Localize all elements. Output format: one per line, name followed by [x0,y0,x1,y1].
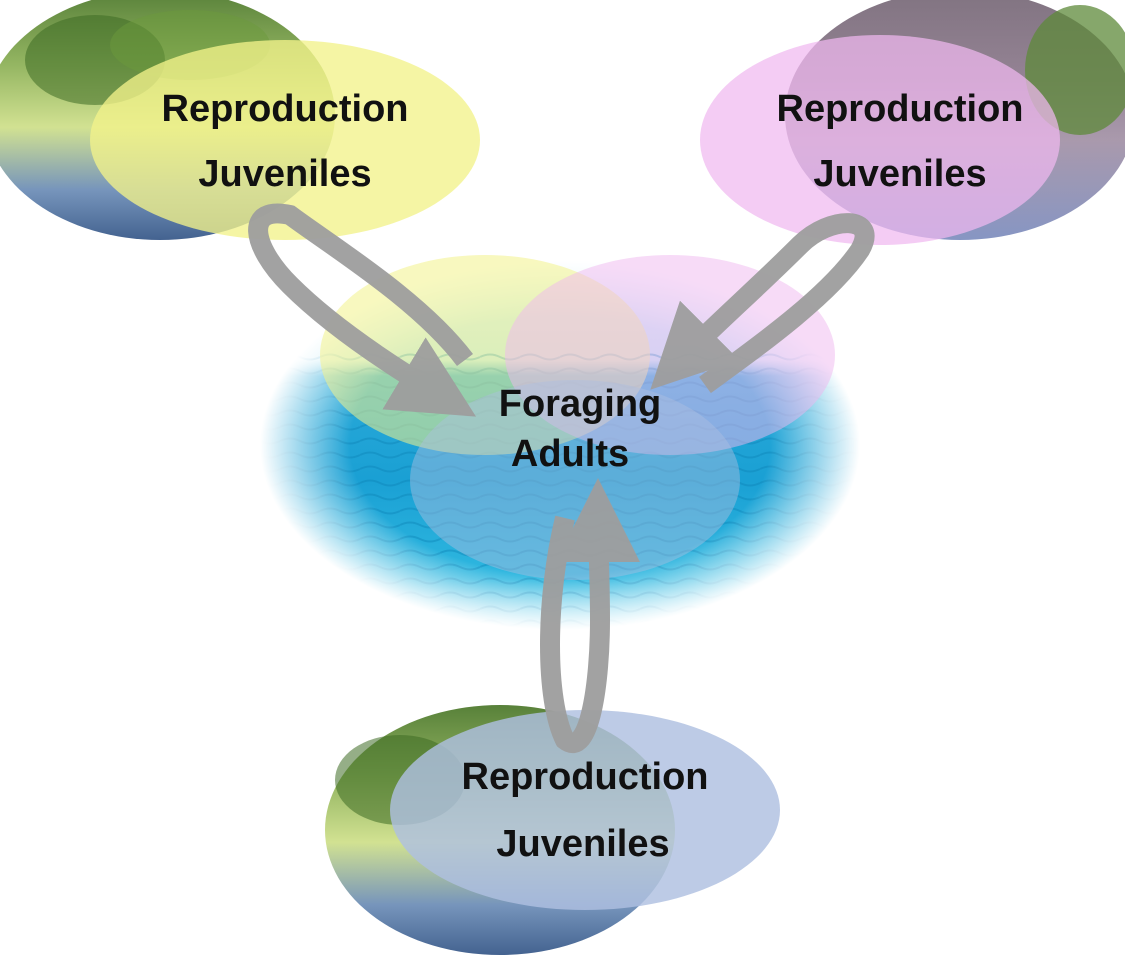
top-left-reproduction-label: Reproduction [162,90,409,128]
bottom-reproduction-label: Reproduction [462,758,709,796]
pink-tint-ellipse [700,35,1060,245]
top-right-juveniles-label: Juveniles [813,155,986,193]
top-left-juveniles-label: Juveniles [198,155,371,193]
center-adults-label: Adults [511,435,629,473]
top-right-reproduction-label: Reproduction [777,90,1024,128]
bottom-juveniles-label: Juveniles [496,825,669,863]
center-foraging-label: Foraging [499,385,662,423]
